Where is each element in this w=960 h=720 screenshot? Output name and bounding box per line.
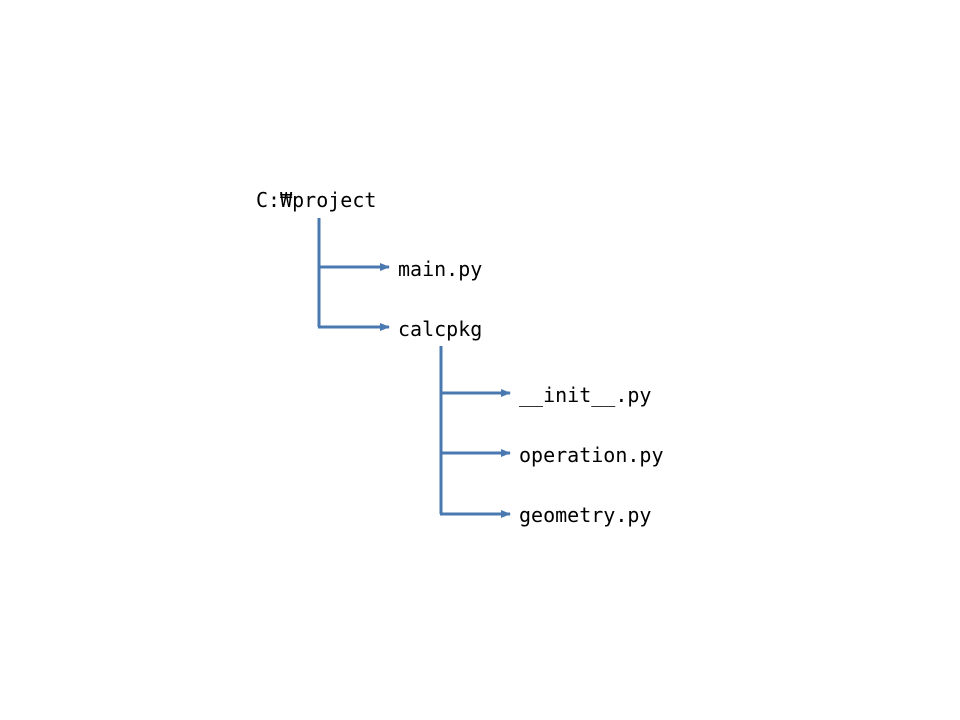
file-label-operation-py: operation.py bbox=[519, 443, 664, 467]
root-folder-label: C:₩project bbox=[256, 188, 377, 212]
file-label-main-py: main.py bbox=[398, 257, 483, 281]
file-label-init-py: __init__.py bbox=[519, 383, 652, 407]
file-label-geometry-py: geometry.py bbox=[519, 503, 652, 527]
folder-label-calcpkg: calcpkg bbox=[398, 317, 483, 341]
